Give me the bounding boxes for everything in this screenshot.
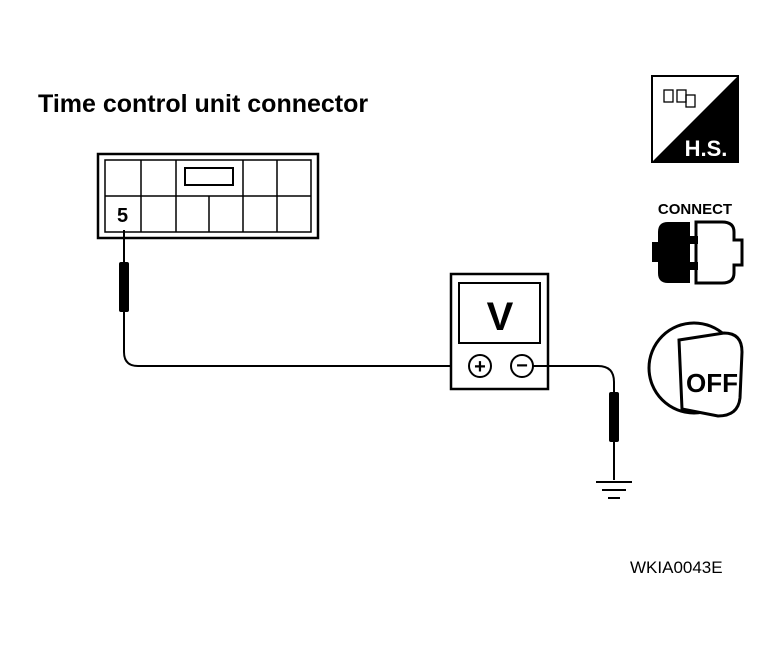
time-control-unit-connector xyxy=(96,152,320,240)
minus-terminal-label: − xyxy=(516,355,528,377)
ground-symbol xyxy=(596,481,632,499)
voltmeter xyxy=(449,272,550,391)
plus-terminal-label: + xyxy=(474,356,486,378)
positive-probe xyxy=(119,230,462,367)
hs-icon xyxy=(651,75,739,163)
ignition-key-label: OFF xyxy=(686,368,738,398)
hs-icon-label: H.S. xyxy=(685,136,728,161)
connect-icon xyxy=(652,220,744,285)
negative-probe xyxy=(533,365,619,480)
pin-5-label: 5 xyxy=(117,205,128,227)
connect-icon-label: CONNECT xyxy=(658,201,732,218)
ignition-off-icon xyxy=(647,321,744,418)
diagram-title: Time control unit connector xyxy=(38,90,368,118)
figure-code: WKIA0043E xyxy=(630,558,723,577)
voltmeter-display: V xyxy=(487,295,514,339)
